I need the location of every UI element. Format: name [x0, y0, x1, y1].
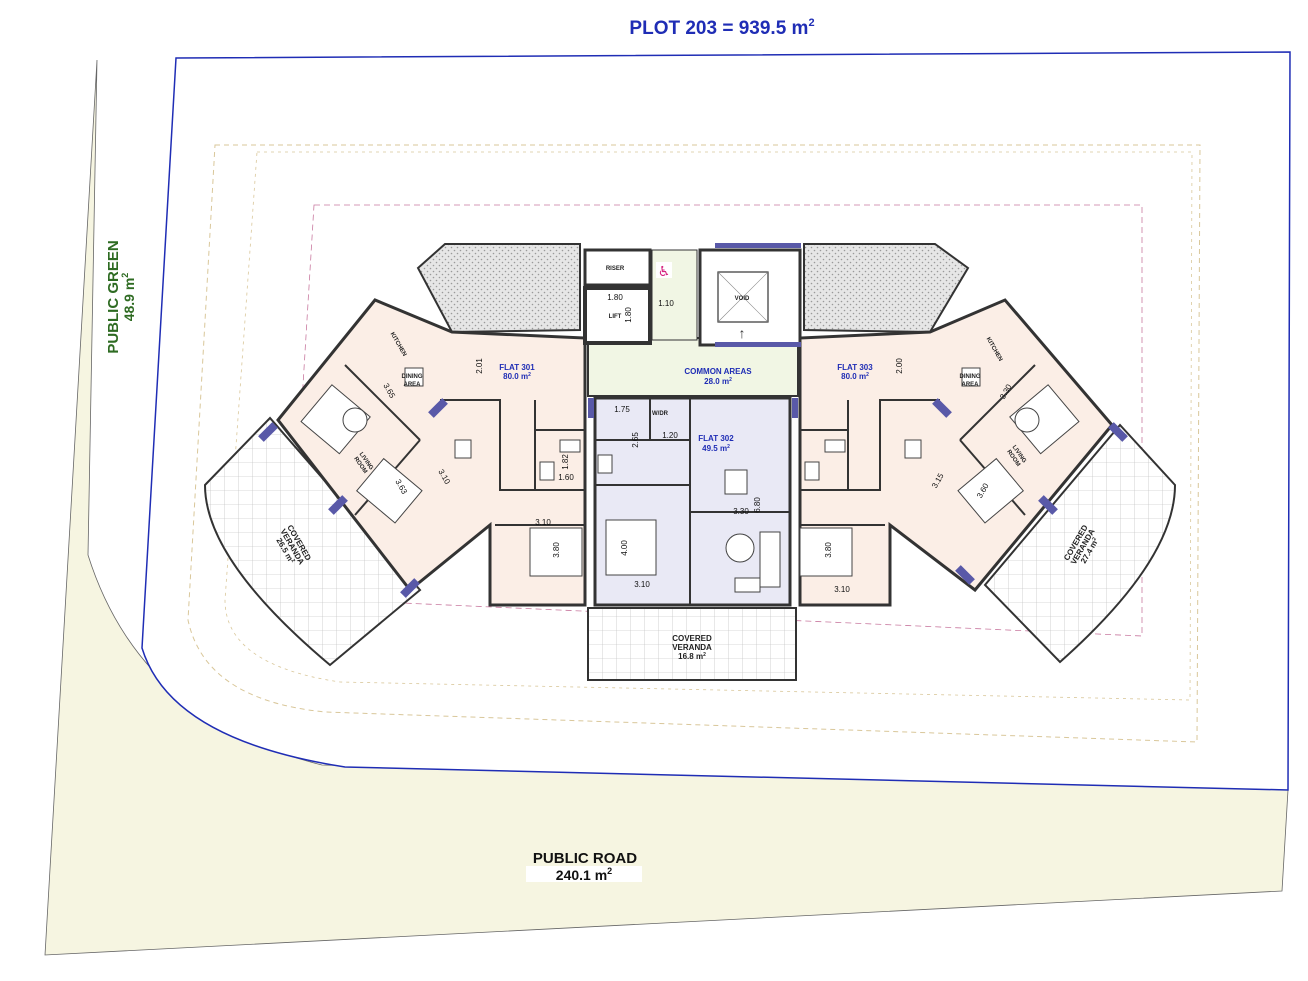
- wdr-label: W/DR: [652, 411, 669, 417]
- planter-right: [803, 243, 970, 334]
- svg-text:2.00: 2.00: [895, 358, 904, 374]
- void-box: [717, 271, 769, 323]
- stair-void: [698, 248, 802, 347]
- lift-label: LIFT: [609, 314, 622, 320]
- void-cross: [717, 271, 769, 323]
- flat-303-name: FLAT 303: [837, 363, 873, 372]
- svg-text:1.20: 1.20: [662, 431, 678, 440]
- svg-text:2.01: 2.01: [475, 358, 484, 374]
- dining-label-right-1: DINING: [960, 374, 981, 380]
- accessibility-icon: ♿: [658, 263, 671, 279]
- svg-text:3.10: 3.10: [535, 518, 551, 527]
- living-furniture: [300, 384, 1080, 593]
- public-green-area: 48.9 m2: [120, 273, 137, 322]
- flat-303-area: 80.0 m2: [841, 372, 869, 381]
- void-label: VOID: [735, 296, 750, 302]
- plot-title: PLOT 203 = 939.5 m2: [629, 17, 814, 39]
- dining-label-left-2: AREA: [403, 382, 421, 388]
- veranda-center: [587, 607, 797, 681]
- windows: [258, 243, 1128, 598]
- flat-302-name: FLAT 302: [698, 434, 734, 443]
- svg-text:6.80: 6.80: [753, 497, 762, 513]
- svg-text:1.82: 1.82: [561, 454, 570, 470]
- svg-text:1.75: 1.75: [614, 405, 630, 414]
- svg-text:3.10: 3.10: [634, 580, 650, 589]
- public-green-label: PUBLIC GREEN: [105, 240, 122, 353]
- public-road-area-bg: [526, 866, 642, 882]
- flat-302-walls: [595, 398, 790, 605]
- flat-302-area: 49.5 m2: [702, 444, 730, 453]
- accessibility-icon-bg: [656, 262, 672, 278]
- flat-301-floor: [276, 298, 587, 607]
- svg-text:3.10: 3.10: [834, 585, 850, 594]
- common-areas-floor: [587, 337, 799, 397]
- public-road-area: 240.1 m2: [556, 866, 612, 883]
- veranda-right: [983, 423, 1177, 664]
- svg-text:3.30: 3.30: [733, 507, 749, 516]
- common-areas-area: 28.0 m2: [704, 377, 732, 386]
- riser-label: RISER: [606, 266, 625, 272]
- dining-label-left-1: DINING: [402, 374, 423, 380]
- flat-303-floor: [798, 298, 1114, 607]
- planter-left: [416, 243, 581, 334]
- svg-text:2.65: 2.65: [631, 432, 640, 448]
- riser-room: [583, 248, 652, 287]
- dining-label-right-2: AREA: [961, 382, 979, 388]
- lift-shaft: [583, 286, 652, 345]
- flat-303-walls: [800, 364, 1036, 526]
- veranda-left: [203, 416, 422, 667]
- setback-line-outer: [187, 144, 1201, 743]
- dining-tables: [404, 367, 981, 495]
- svg-text:3.80: 3.80: [824, 542, 833, 558]
- flat-301-area: 80.0 m2: [503, 372, 531, 381]
- setback-line-inner: [224, 151, 1193, 701]
- flat-301-name: FLAT 301: [499, 363, 535, 372]
- svg-text:1.10: 1.10: [658, 299, 674, 308]
- svg-text:1.80: 1.80: [607, 293, 623, 302]
- svg-text:VERANDA: VERANDA: [672, 643, 712, 652]
- svg-text:COVERED: COVERED: [672, 634, 712, 643]
- common-areas-name: COMMON AREAS: [684, 367, 752, 376]
- beds: [356, 457, 1024, 577]
- svg-text:1.80: 1.80: [624, 307, 633, 323]
- public-road-label: PUBLIC ROAD: [533, 850, 637, 867]
- stair-arrow-icon: ↑: [739, 325, 746, 341]
- svg-text:16.8 m2: 16.8 m2: [678, 652, 706, 661]
- svg-text:4.00: 4.00: [620, 540, 629, 556]
- svg-text:1.60: 1.60: [558, 473, 574, 482]
- svg-text:3.80: 3.80: [552, 542, 561, 558]
- veranda-center-label: COVERED VERANDA 16.8 m2: [672, 634, 712, 661]
- flat-301-walls: [344, 364, 585, 526]
- bathroom-fixtures: [454, 439, 922, 481]
